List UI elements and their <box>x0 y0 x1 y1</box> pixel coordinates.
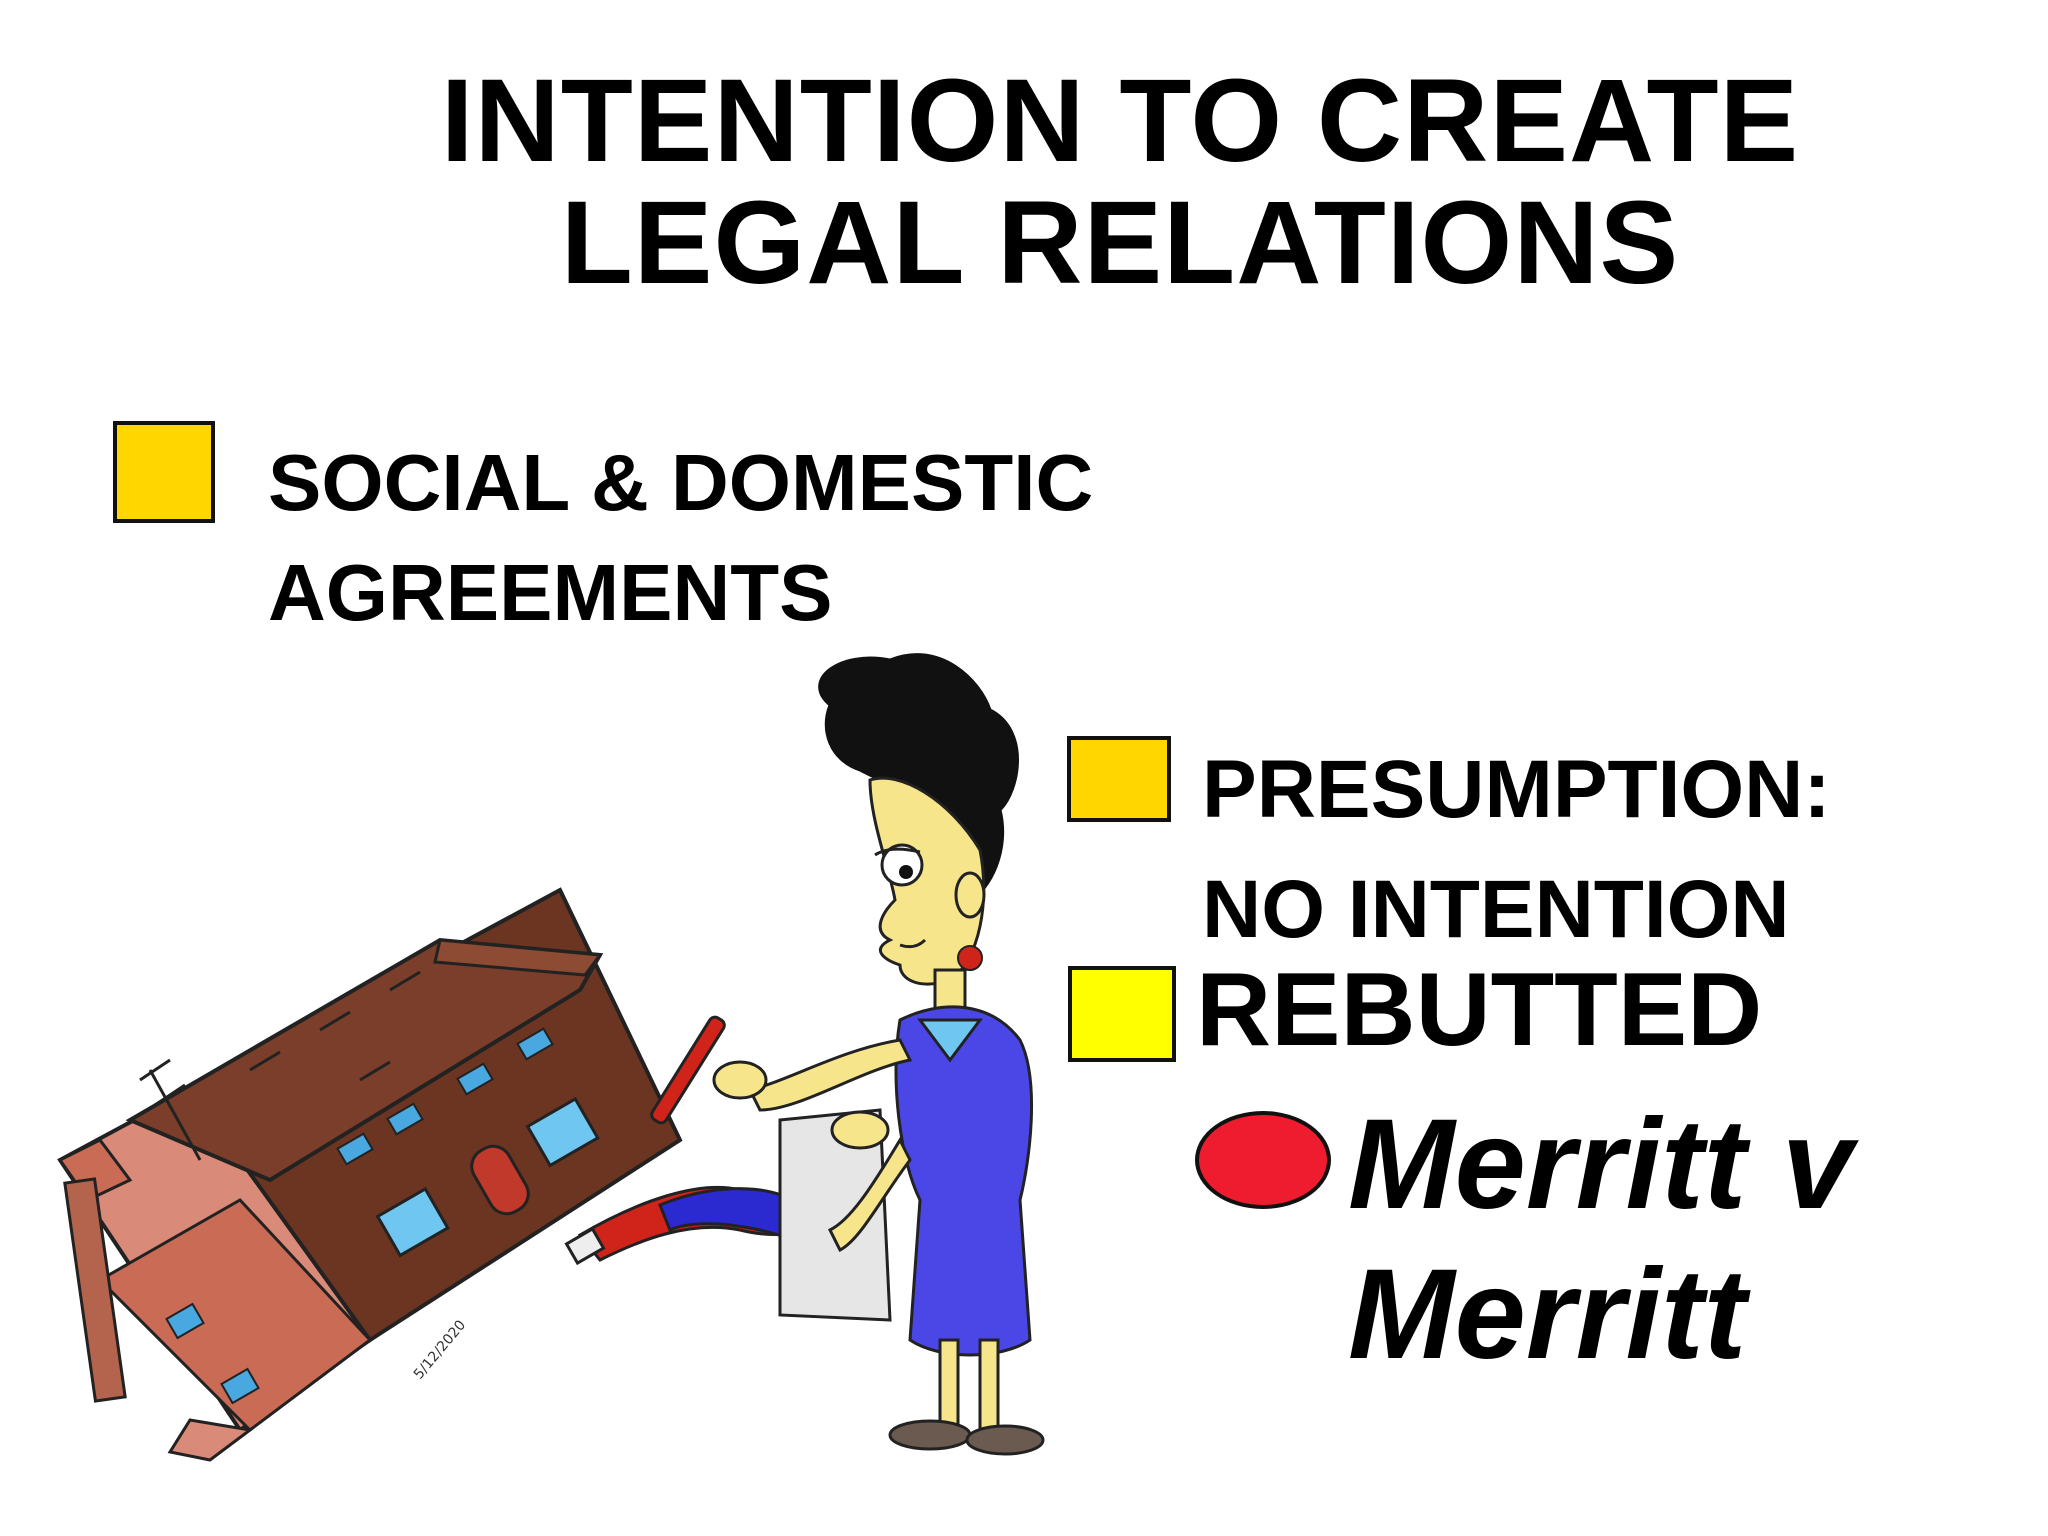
bullet-text-line: NO INTENTION <box>1202 864 1790 955</box>
bullet-presumption: PRESUMPTION: NO INTENTION <box>1202 730 1831 970</box>
illustration: 5/12/2020 <box>57 653 1045 1462</box>
bullet-square-icon <box>1068 966 1176 1062</box>
signature-scribble: 5/12/2020 <box>411 1317 469 1382</box>
slide-title: INTENTION TO CREATE LEGAL RELATIONS <box>300 60 1940 304</box>
title-line-2: LEGAL RELATIONS <box>560 177 1680 309</box>
bullet-social-domestic: SOCIAL & DOMESTIC AGREEMENTS <box>268 428 1093 648</box>
case-name: Merritt v Merritt <box>1348 1090 1853 1390</box>
case-name-line-2: Merritt <box>1348 1243 1747 1386</box>
case-name-line-1: Merritt v <box>1348 1093 1853 1236</box>
title-line-1: INTENTION TO CREATE <box>440 55 1800 187</box>
red-dot-icon <box>1195 1111 1331 1209</box>
bullet-text-line: AGREEMENTS <box>268 548 833 637</box>
bullet-text-line: PRESUMPTION: <box>1202 744 1831 835</box>
bullet-square-icon <box>1067 736 1171 822</box>
woman-signing-document-icon <box>650 653 1045 1456</box>
house-icon <box>57 887 683 1462</box>
bullet-square-icon <box>113 421 215 523</box>
bullet-rebutted: REBUTTED <box>1196 950 1762 1070</box>
bullet-text-line: SOCIAL & DOMESTIC <box>268 438 1094 527</box>
bullet-text-line: REBUTTED <box>1196 952 1763 1068</box>
